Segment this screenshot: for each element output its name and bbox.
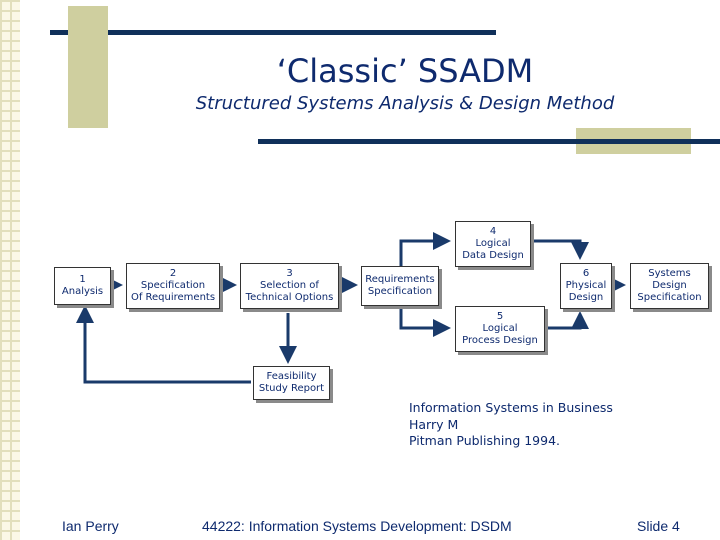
reference-line-3: Pitman Publishing 1994. <box>409 433 561 448</box>
box-analysis-number: 1 <box>79 274 86 285</box>
box-logical-data-number: 4 <box>489 226 497 237</box>
box-selection-line2: Technical Options <box>245 292 334 303</box>
footer-course: 44222: Information Systems Development: … <box>202 518 512 534</box>
box-specification-line2: Of Requirements <box>130 292 216 303</box>
box-logical-process-line2: Process Design <box>462 335 538 346</box>
box-selection-line1: Selection of <box>260 280 319 291</box>
box-feasibility-line1: Feasibility <box>266 371 317 382</box>
box-specification-line1: Specification <box>140 280 206 291</box>
box-logical-process-number: 5 <box>496 311 504 322</box>
reference-line-2: Harry M <box>409 416 459 432</box>
arrow-logical-process-to-physical <box>545 311 589 330</box>
top-rule <box>50 30 496 35</box>
box-selection: 3 Selection of Technical Options <box>240 263 339 309</box>
box-specification: 2 Specification Of Requirements <box>126 263 220 309</box>
reference-citation: Information Systems in Business Harry M … <box>409 400 613 450</box>
footer-author: Ian Perry <box>62 518 119 534</box>
slide-title: ‘Classic’ SSADM <box>276 52 534 90</box>
footer-slide-number: Slide 4 <box>637 518 680 534</box>
checkered-strip <box>0 0 20 540</box>
box-physical-design: 6 Physical Design <box>560 263 612 309</box>
box-systems-design-line2: Design <box>652 280 687 291</box>
box-specification-number: 2 <box>169 268 177 279</box>
box-feasibility-study-report: Feasibility Study Report <box>253 366 330 400</box>
box-analysis-label: Analysis <box>61 286 104 297</box>
box-requirements-line1: Requirements <box>365 274 435 285</box>
box-logical-process-design: 5 Logical Process Design <box>455 306 545 352</box>
box-logical-process-line1: Logical <box>482 323 518 334</box>
arrow-requirements-to-logical-data <box>399 232 451 268</box>
top-accent-block <box>68 6 108 128</box>
box-physical-line2: Design <box>568 292 604 303</box>
arrow-requirements-to-logical-process <box>399 305 451 337</box>
box-requirements-line2: Specification <box>367 286 433 297</box>
bottom-rule <box>258 139 720 144</box>
box-feasibility-line2: Study Report <box>258 383 325 394</box>
box-physical-number: 6 <box>582 268 590 279</box>
box-logical-data-line1: Logical <box>475 238 511 249</box>
reference-line-1: Information Systems in Business <box>409 400 613 415</box>
box-physical-line1: Physical <box>565 280 607 291</box>
box-logical-data-design: 4 Logical Data Design <box>455 221 531 267</box>
box-systems-design-line1: Systems <box>648 268 691 279</box>
box-selection-number: 3 <box>286 268 293 279</box>
box-requirements-specification: Requirements Specification <box>361 266 439 306</box>
arrow-logical-data-to-physical <box>530 239 589 260</box>
box-systems-design-specification: Systems Design Specification <box>630 263 709 309</box>
box-analysis: 1 Analysis <box>54 267 111 305</box>
arrow-feasibility-to-analysis <box>76 305 251 384</box>
box-systems-design-line3: Specification <box>637 292 702 303</box>
slide-subtitle: Structured Systems Analysis & Design Met… <box>195 93 615 114</box>
box-logical-data-line2: Data Design <box>462 250 524 261</box>
